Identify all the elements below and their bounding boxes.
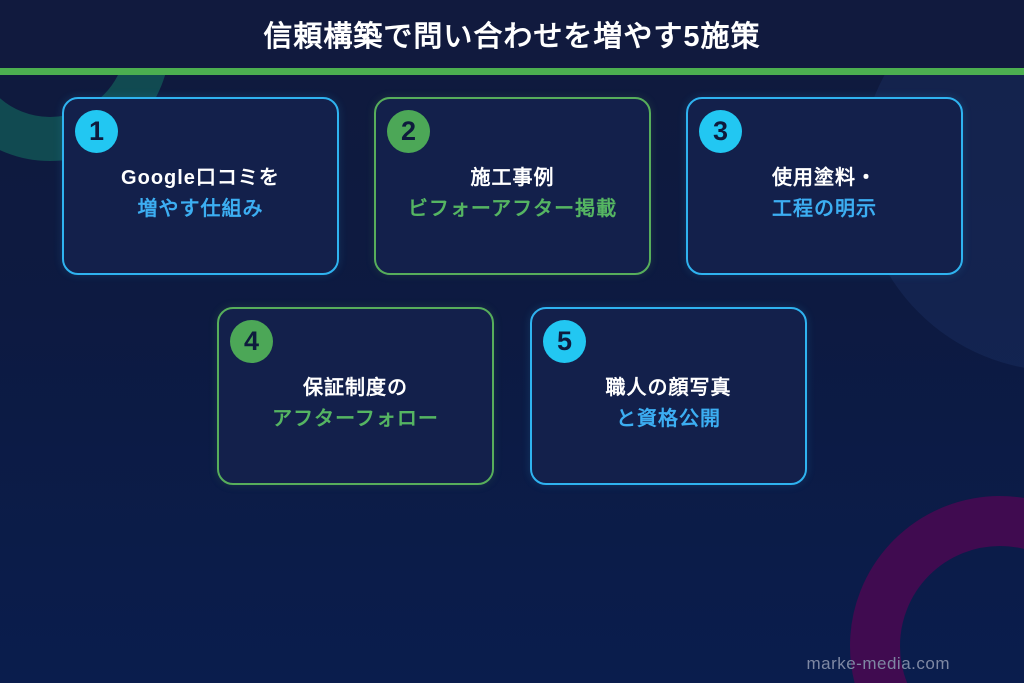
- page-title: 信頼構築で問い合わせを増やす5施策: [263, 21, 761, 53]
- card-line2: 工程の明示: [772, 198, 877, 220]
- card-craftsman-profile: 5 職人の顔写真 と資格公開: [530, 307, 807, 485]
- card-text: Google口コミを 増やす仕組み: [64, 163, 337, 225]
- card-line2: 増やす仕組み: [137, 198, 264, 220]
- card-google-reviews: 1 Google口コミを 増やす仕組み: [62, 97, 339, 275]
- card-warranty-followup: 4 保証制度の アフターフォロー: [217, 307, 494, 485]
- card-line2: ビフォーアフター掲載: [407, 198, 618, 220]
- card-number-badge: 4: [230, 320, 273, 363]
- card-number-badge: 2: [387, 110, 430, 153]
- card-line1: 保証制度の: [303, 377, 408, 399]
- card-number-badge: 1: [75, 110, 118, 153]
- card-line1: Google口コミを: [121, 167, 280, 189]
- watermark: marke-media.com: [806, 654, 950, 673]
- card-paint-process: 3 使用塗料・ 工程の明示: [686, 97, 963, 275]
- header-divider: [0, 68, 1024, 75]
- content-area: 1 Google口コミを 増やす仕組み 2 施工事例 ビフォーアフター掲載 3 …: [0, 75, 1024, 683]
- card-line1: 使用塗料・: [772, 167, 877, 189]
- card-text: 保証制度の アフターフォロー: [219, 373, 492, 435]
- card-line1: 職人の顔写真: [605, 377, 732, 399]
- card-text: 施工事例 ビフォーアフター掲載: [376, 163, 649, 225]
- header: 信頼構築で問い合わせを増やす5施策: [0, 0, 1024, 68]
- card-text: 職人の顔写真 と資格公開: [532, 373, 805, 435]
- card-number-badge: 3: [699, 110, 742, 153]
- card-text: 使用塗料・ 工程の明示: [688, 163, 961, 225]
- card-number-badge: 5: [543, 320, 586, 363]
- card-line1: 施工事例: [470, 167, 555, 189]
- card-line2: アフターフォロー: [272, 408, 439, 430]
- card-line2: と資格公開: [616, 408, 721, 430]
- card-construction-examples: 2 施工事例 ビフォーアフター掲載: [374, 97, 651, 275]
